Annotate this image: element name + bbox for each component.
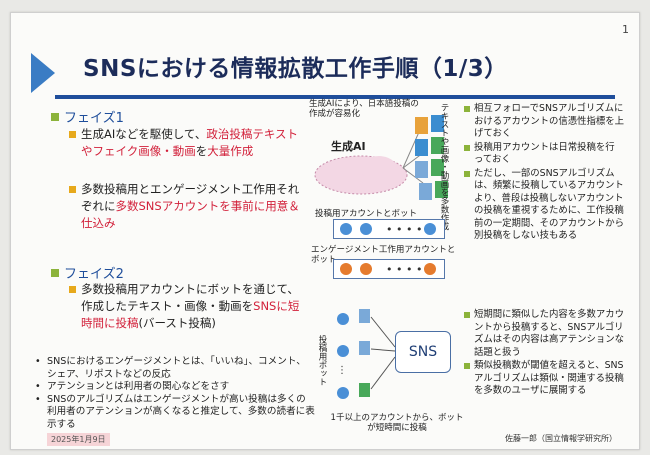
right-notes-bottom: 短期間に類似した内容を多数アカウントから投稿すると、SNSアルゴリズムはその内容… — [464, 309, 624, 399]
phase-2-heading: フェイズ2 — [51, 263, 124, 282]
sns-box: SNS — [395, 331, 451, 373]
engagement-notes: •SNSにおけるエンゲージメントとは、「いいね」、コメント、シェア、リポストなど… — [35, 356, 315, 430]
yellow-square-icon — [69, 131, 76, 138]
gen-ai-label: 生成AI — [331, 140, 366, 153]
green-square-icon — [464, 106, 470, 112]
author-credit: 佐藤一郎（国立情報学研究所） — [505, 434, 617, 443]
posting-accounts-label: 投稿用アカウントとボット — [315, 209, 418, 219]
content-vertical-label: テキストや画像・動画を多数作成 — [439, 103, 449, 231]
phase-2-bullet-1: 多数投稿用アカウントにボットを通じて、作成したテキスト・画像・動画をSNSに短時… — [69, 281, 304, 332]
phase-1-bullet-1: 生成AIなどを駆使して、政治投稿テキストやフェイク画像・動画を大量作成 — [69, 126, 309, 160]
engagement-accounts-row: • • • • — [333, 259, 445, 279]
green-square-icon — [51, 268, 59, 277]
cloud-icon — [314, 155, 408, 195]
title-triangle-icon — [31, 53, 55, 93]
green-square-icon — [464, 312, 470, 318]
green-square-icon — [464, 144, 470, 151]
bots-caption: 1千以上のアカウントから、ボットが短時間に投稿 — [330, 413, 464, 433]
posting-bots-label: 投稿用ボット — [317, 335, 327, 386]
page-number: 1 — [622, 23, 629, 36]
right-notes-top: 相互フォローでSNSアルゴリズムにおけるアカウントの信憑性指標を上げておく 投稿… — [464, 103, 624, 244]
phase-1-heading: フェイズ1 — [51, 107, 124, 126]
slide-title: SNSにおける情報拡散工作手順（1/3） — [83, 56, 508, 82]
date-stamp: 2025年1月9日 — [47, 433, 110, 446]
svg-text:⋮: ⋮ — [337, 365, 347, 376]
generated-content-icons — [402, 115, 448, 200]
engagement-accounts-label: エンゲージメント工作用アカウントとボット — [311, 245, 456, 265]
svg-text:• • • •: • • • • — [386, 263, 422, 276]
yellow-square-icon — [69, 286, 76, 293]
phase-1-bullet-2: 多数投稿用とエンゲージメント工作用それぞれに多数SNSアカウントを事前に用意＆仕… — [69, 181, 309, 232]
green-square-icon — [51, 112, 59, 121]
green-square-icon — [464, 170, 470, 177]
svg-text:• • • •: • • • • — [386, 223, 422, 236]
posting-accounts-row: • • • • — [333, 219, 445, 239]
bot-network: ⋮ — [337, 309, 396, 399]
gen-ai-caption: 生成AIにより、日本語投稿の作成が容易化 — [309, 99, 419, 119]
slide: 1 SNSにおける情報拡散工作手順（1/3） フェイズ1 生成AIなどを駆使して… — [10, 12, 640, 450]
green-square-icon — [464, 363, 470, 369]
yellow-square-icon — [69, 186, 76, 193]
title-underline — [55, 95, 615, 99]
